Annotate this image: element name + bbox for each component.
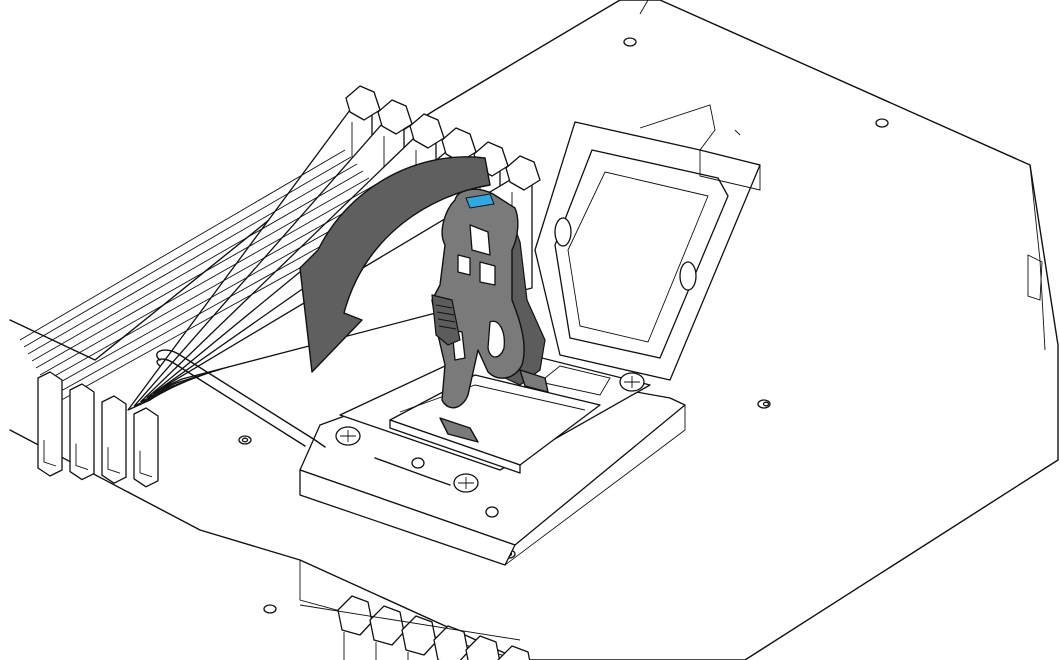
cpu-installation-tool xyxy=(431,188,549,443)
dimm-slot-edge xyxy=(31,170,364,362)
mounting-hole xyxy=(241,437,249,443)
dimm-latch xyxy=(101,395,127,484)
dimm-slot xyxy=(401,615,437,660)
mounting-hole xyxy=(623,37,637,47)
load-plate-latch xyxy=(679,261,697,291)
socket-lever xyxy=(156,349,451,486)
dimm-slot-edge xyxy=(19,149,346,341)
mounting-hole xyxy=(875,118,889,128)
dimm-slot xyxy=(369,605,405,660)
dimm-slot xyxy=(465,635,501,660)
load-plate xyxy=(534,104,761,381)
mounting-hole xyxy=(263,604,277,614)
load-plate-latch xyxy=(554,217,572,247)
tool-tab-highlight xyxy=(465,193,495,209)
dimm-latch xyxy=(69,383,95,481)
dimm-slot-edge xyxy=(27,163,358,355)
dimm-slot-edge xyxy=(35,177,370,369)
dimm-slot-edge xyxy=(299,604,521,641)
dimm-slot xyxy=(337,595,373,660)
mounting-hole xyxy=(762,401,770,407)
cpu-socket xyxy=(299,344,686,566)
socket-screw xyxy=(619,372,645,392)
dimm-slot xyxy=(497,645,531,660)
dimm-slot-edge xyxy=(39,184,376,376)
dimm-slot-edge xyxy=(43,191,382,383)
dimm-slots-lower xyxy=(299,595,531,660)
dimm-latch xyxy=(133,407,159,488)
socket-screw xyxy=(335,426,361,446)
dimm-slot-edge xyxy=(23,156,352,348)
rotation-arrow xyxy=(299,156,491,373)
dimm-latch xyxy=(37,371,63,477)
socket-screw xyxy=(453,473,479,493)
